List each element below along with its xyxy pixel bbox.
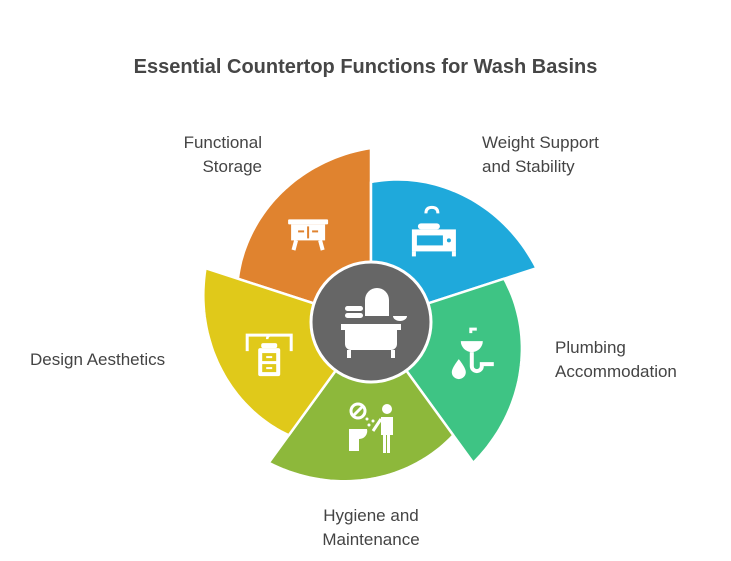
person-washing-icon [349,402,393,453]
label-line: and Stability [482,157,575,176]
label-design-aesthetics: Design Aesthetics [30,348,165,372]
sink-pipe-drop-icon [451,327,494,380]
label-plumbing: Plumbing Accommodation [555,336,677,384]
label-line: Plumbing [555,338,626,357]
segment-3 [267,320,455,483]
center-hub [309,260,433,384]
label-line: Functional [183,133,262,152]
label-weight-support: Weight Support and Stability [482,131,599,179]
bathtub-vanity-icon [341,288,407,358]
label-line: Storage [202,157,262,176]
label-functional-storage: Functional Storage [184,131,262,179]
label-line: Design Aesthetics [30,350,166,369]
label-hygiene: Hygiene and Maintenance [271,504,471,552]
cabinet-icon [288,219,329,251]
segment-shape [267,320,455,483]
label-line: Weight Support [482,133,599,152]
vanity-mirror-icon [245,333,293,377]
label-line: Accommodation [555,362,677,381]
label-line: Maintenance [322,530,420,549]
label-line: Hygiene and [323,506,419,525]
sink-vanity-icon [411,205,456,257]
diagram-title: Essential Countertop Functions for Wash … [133,56,598,78]
